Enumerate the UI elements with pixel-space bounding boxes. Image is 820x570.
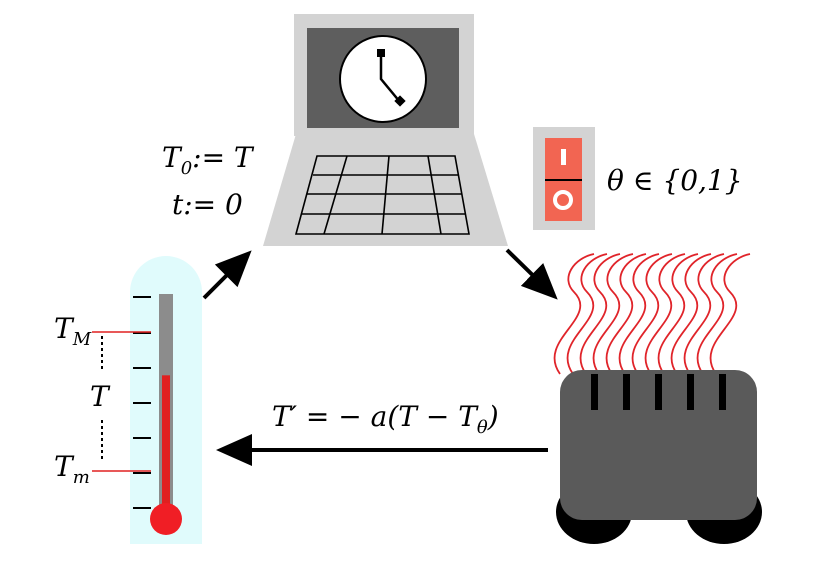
current-temperature-label: T — [90, 380, 111, 413]
heat-wave — [696, 253, 738, 375]
heat-wave — [553, 253, 595, 375]
heater — [553, 253, 762, 544]
heat-wave — [592, 253, 634, 375]
thermometer — [92, 256, 202, 544]
heat-wave — [631, 253, 673, 375]
arrow-laptop-to-heater — [505, 248, 558, 300]
assign-t-label: t:= 0 — [172, 188, 243, 221]
min-temperature-label: Tm — [54, 450, 90, 488]
heat-wave — [579, 253, 621, 375]
switch-off-icon — [553, 190, 573, 210]
switch — [533, 127, 595, 230]
heater-body — [560, 370, 757, 520]
switch-on-icon — [561, 149, 566, 165]
heat-waves — [553, 253, 751, 375]
heat-wave — [644, 253, 686, 375]
thermometer-bulb — [150, 503, 182, 535]
thermometer-ticks — [133, 296, 151, 509]
heat-wave — [605, 253, 647, 375]
heat-wave — [683, 253, 725, 375]
arrow-thermometer-to-laptop — [202, 250, 252, 300]
thermometer-mercury — [162, 375, 170, 508]
heat-wave — [618, 253, 660, 375]
heat-wave — [566, 253, 608, 375]
clock-icon — [339, 35, 427, 123]
assign-T0-label: T0:= T — [162, 141, 255, 179]
max-temperature-label: TM — [54, 312, 92, 350]
keyboard — [294, 155, 470, 235]
heat-wave — [657, 253, 699, 375]
heat-wave — [670, 253, 712, 375]
switch-states-label: θ ∈ {0,1} — [607, 164, 743, 197]
heater-vents — [591, 374, 726, 410]
heat-wave — [709, 253, 751, 375]
cooling-equation: T′ = − a(T − Tθ) — [272, 400, 499, 438]
laptop — [263, 14, 508, 246]
